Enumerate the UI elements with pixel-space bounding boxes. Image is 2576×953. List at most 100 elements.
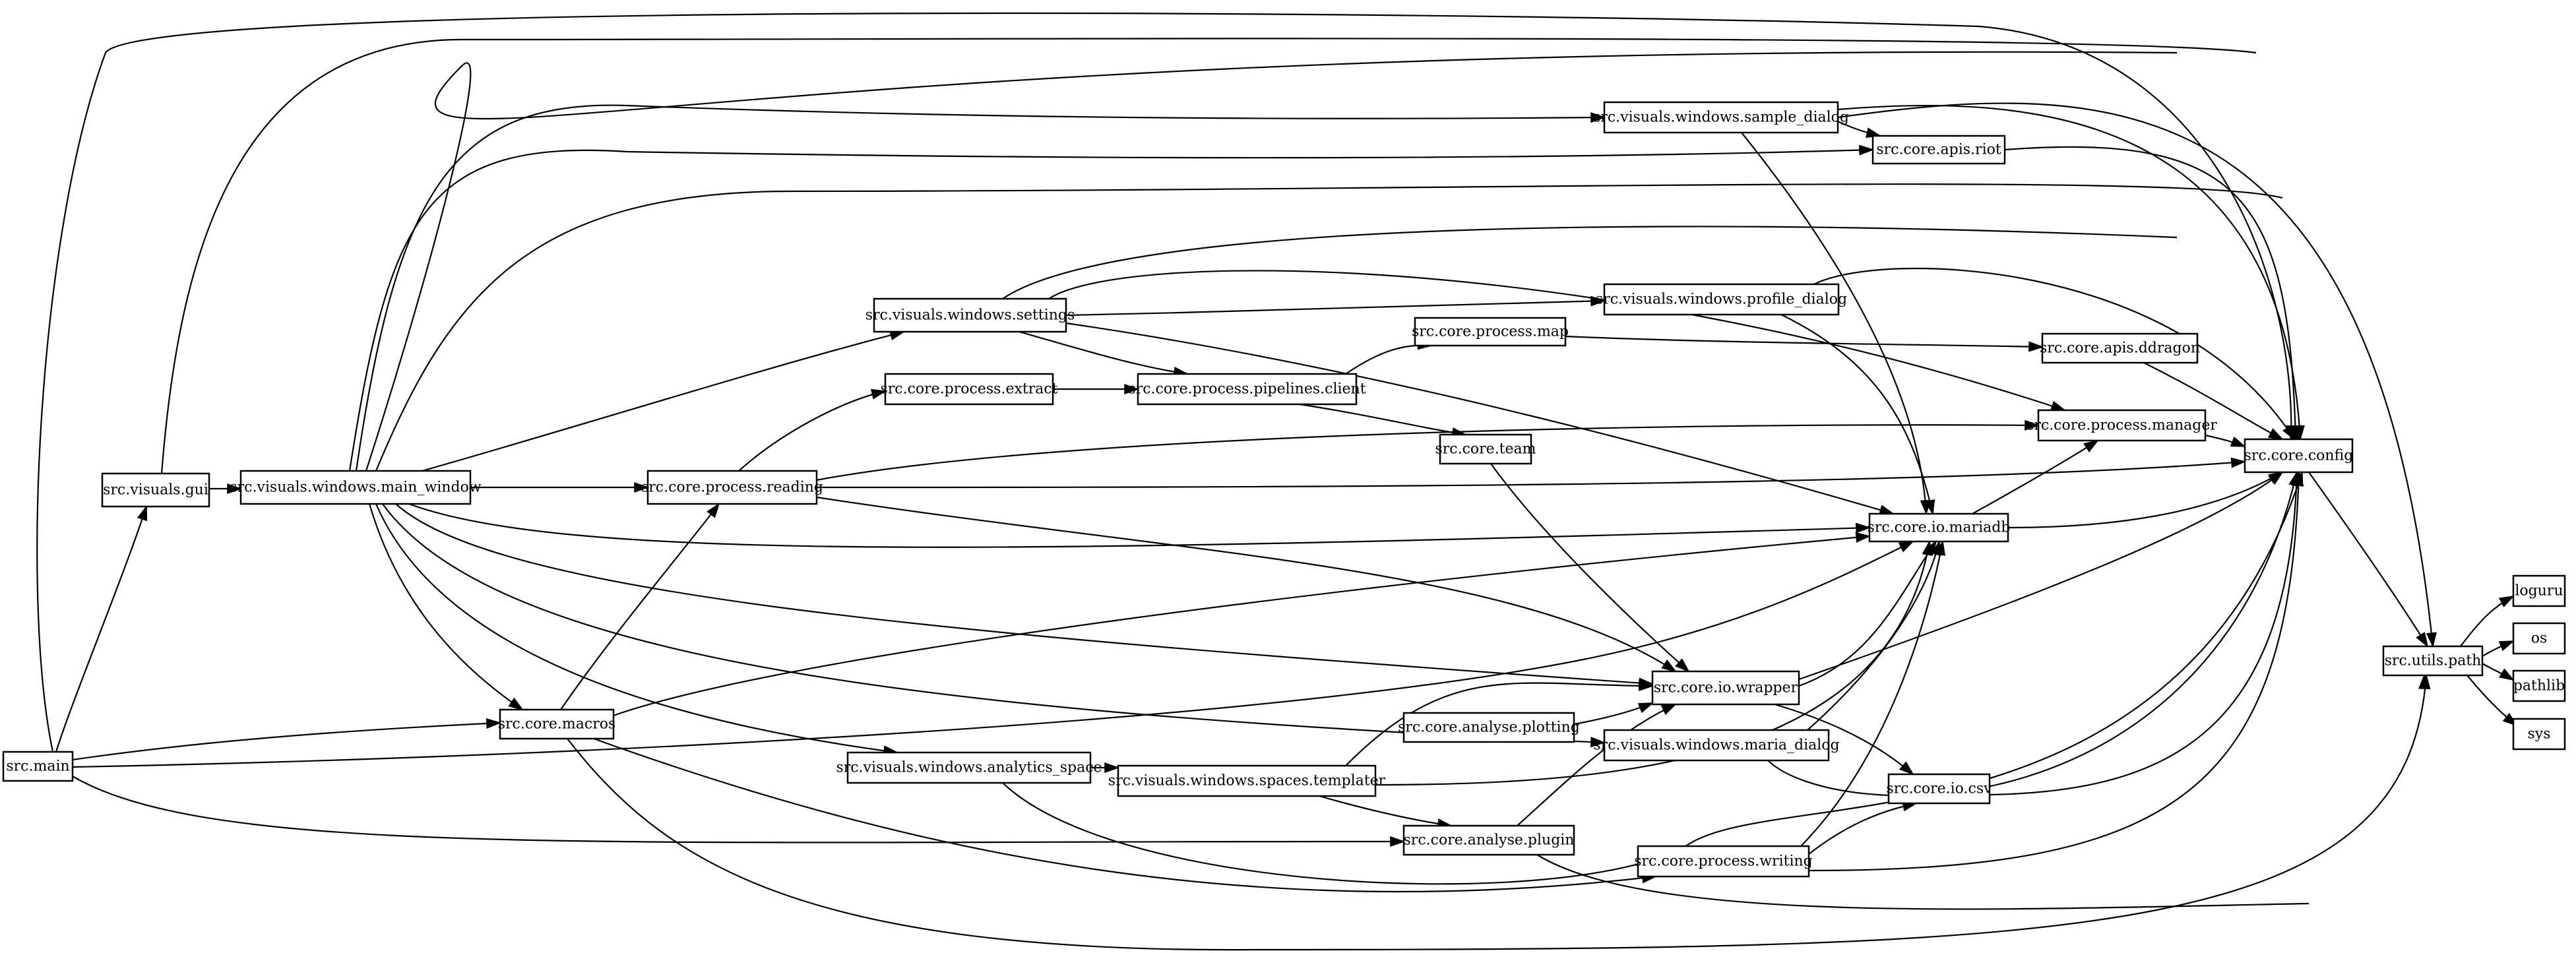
node-box (1868, 512, 2009, 543)
node-io-wrapper[interactable]: src.core.io.wrapper (1651, 670, 1800, 706)
edge-main-to-gui (55, 505, 148, 753)
node-pathlib[interactable]: pathlib (2512, 669, 2566, 702)
node-plugin[interactable]: src.core.analyse.plugin (1402, 824, 1575, 856)
node-os[interactable]: os (2512, 622, 2566, 655)
edge-line (1490, 463, 1689, 672)
edge-line (408, 503, 1870, 548)
arrowhead (2291, 470, 2302, 486)
arrowhead (1855, 532, 1871, 543)
edge-main_window-to-apis_riot (348, 144, 1875, 472)
node-macros[interactable]: src.core.macros (498, 708, 616, 740)
arrowhead (2268, 471, 2284, 484)
edge-line (160, 38, 2257, 474)
node-box (101, 472, 210, 508)
edge-config-to-utils_path (2308, 472, 2429, 648)
node-label: src.core.team (1435, 441, 1536, 458)
edge-line (2007, 472, 2283, 529)
arrowhead (1124, 383, 1140, 395)
edge-line (382, 503, 1605, 744)
edge-line (1813, 268, 2295, 440)
edge-line (1808, 472, 2300, 872)
node-loguru[interactable]: loguru (2512, 574, 2566, 607)
edge-io_csv-to-config (1989, 470, 2302, 796)
edge-line (816, 460, 2246, 489)
edge-line (1972, 440, 2098, 514)
node-box (2512, 718, 2566, 751)
node-apis-ddragon[interactable]: src.core.apis.ddragon (2040, 332, 2200, 364)
edge-reading-to-io_wrapper (816, 496, 1677, 673)
node-label: src.core.process.map (1412, 324, 1569, 340)
node-label: src.visuals.windows.main_window (230, 479, 482, 496)
node-profile-dialog[interactable]: src.visuals.windows.profile_dialog (1596, 283, 1847, 316)
edge-line (55, 506, 148, 753)
edge-line (72, 541, 1914, 768)
arrowhead (1639, 680, 1654, 692)
node-box (846, 751, 1092, 784)
edge-line (2004, 146, 2297, 440)
node-label: src.visuals.windows.maria_dialog (1593, 737, 1839, 754)
edge-main_window-to-settings (422, 330, 906, 472)
node-plotting[interactable]: src.core.analyse.plotting (1398, 712, 1580, 743)
node-process-map[interactable]: src.core.process.map (1412, 317, 1569, 347)
edge-reading-to-process_manager (816, 419, 2040, 481)
node-sys[interactable]: sys (2512, 718, 2566, 751)
node-label: src.core.analyse.plotting (1398, 720, 1580, 736)
edge-line (2308, 472, 2428, 647)
node-box (2512, 574, 2566, 607)
node-templater[interactable]: src.visuals.windows.spaces.templater (1108, 764, 1386, 797)
arrowhead (2230, 436, 2247, 447)
node-box (646, 470, 818, 505)
edge-line (375, 183, 2283, 472)
node-reading[interactable]: src.core.process.reading (641, 470, 823, 505)
node-label: src.core.io.csv (1886, 781, 1992, 797)
node-writing[interactable]: src.core.process.writing (1634, 845, 1813, 878)
node-settings[interactable]: src.visuals.windows.settings (865, 297, 1075, 333)
edge-plotting-to-io_wrapper (1573, 702, 1654, 725)
node-process-manager[interactable]: src.core.process.manager (2026, 409, 2217, 442)
node-config[interactable]: src.core.config (2244, 438, 2354, 474)
edge-sample_dialog-to-utils_path (1837, 102, 2437, 648)
node-label: src.visuals.windows.sample_dialog (1593, 109, 1849, 126)
edge-main-to-plugin (72, 776, 1406, 847)
edge-line (1517, 704, 1676, 826)
node-main-window[interactable]: src.visuals.windows.main_window (230, 470, 482, 505)
arrowhead (1637, 702, 1654, 714)
node-label: src.core.process.pipelines.client (1128, 381, 1366, 398)
edge-line (1837, 102, 2434, 647)
edge-line (1048, 270, 2065, 412)
node-label: src.core.config (2244, 448, 2354, 464)
arrowhead (634, 481, 650, 493)
node-main[interactable]: src.main (2, 751, 74, 782)
node-extract[interactable]: src.core.process.extract (880, 373, 1058, 406)
node-box (1402, 712, 1575, 743)
edge-line (816, 424, 2039, 481)
node-pipelines-client[interactable]: src.core.process.pipelines.client (1128, 373, 1366, 406)
node-team[interactable]: src.core.team (1435, 433, 1536, 465)
arrowhead (2499, 668, 2515, 681)
edge-line (72, 722, 501, 761)
node-apis-riot[interactable]: src.core.apis.riot (1871, 135, 2006, 165)
node-gui[interactable]: src.visuals.gui (101, 472, 210, 508)
edge-utils_path-to-pathlib (2482, 663, 2515, 681)
node-label: src.core.io.wrapper (1654, 680, 1798, 696)
edge-line (1837, 104, 2302, 440)
node-maria-dialog[interactable]: src.visuals.windows.maria_dialog (1593, 729, 1840, 762)
node-label: src.core.apis.riot (1876, 142, 2001, 158)
arrowhead (1924, 499, 1935, 516)
node-analytics-space[interactable]: src.visuals.windows.analytics_space (836, 751, 1102, 784)
edge-plugin-to-utils_path (1536, 673, 2430, 910)
node-io-mariadb[interactable]: src.core.io.mariadb (1868, 512, 2011, 543)
node-sample-dialog[interactable]: src.visuals.windows.sample_dialog (1593, 101, 1849, 134)
arrowhead (707, 503, 720, 518)
edge-line (1065, 322, 1894, 515)
node-label: loguru (2515, 583, 2563, 599)
arrowhead (2426, 632, 2437, 648)
node-box (2512, 622, 2566, 655)
node-io-csv[interactable]: src.core.io.csv (1886, 773, 1992, 805)
edge-line (368, 503, 523, 710)
arrowhead (2230, 457, 2247, 468)
edge-line (365, 51, 2178, 472)
node-box (1603, 283, 1840, 316)
node-utils-path[interactable]: src.utils.path (2382, 645, 2484, 677)
arrowhead (137, 505, 148, 522)
